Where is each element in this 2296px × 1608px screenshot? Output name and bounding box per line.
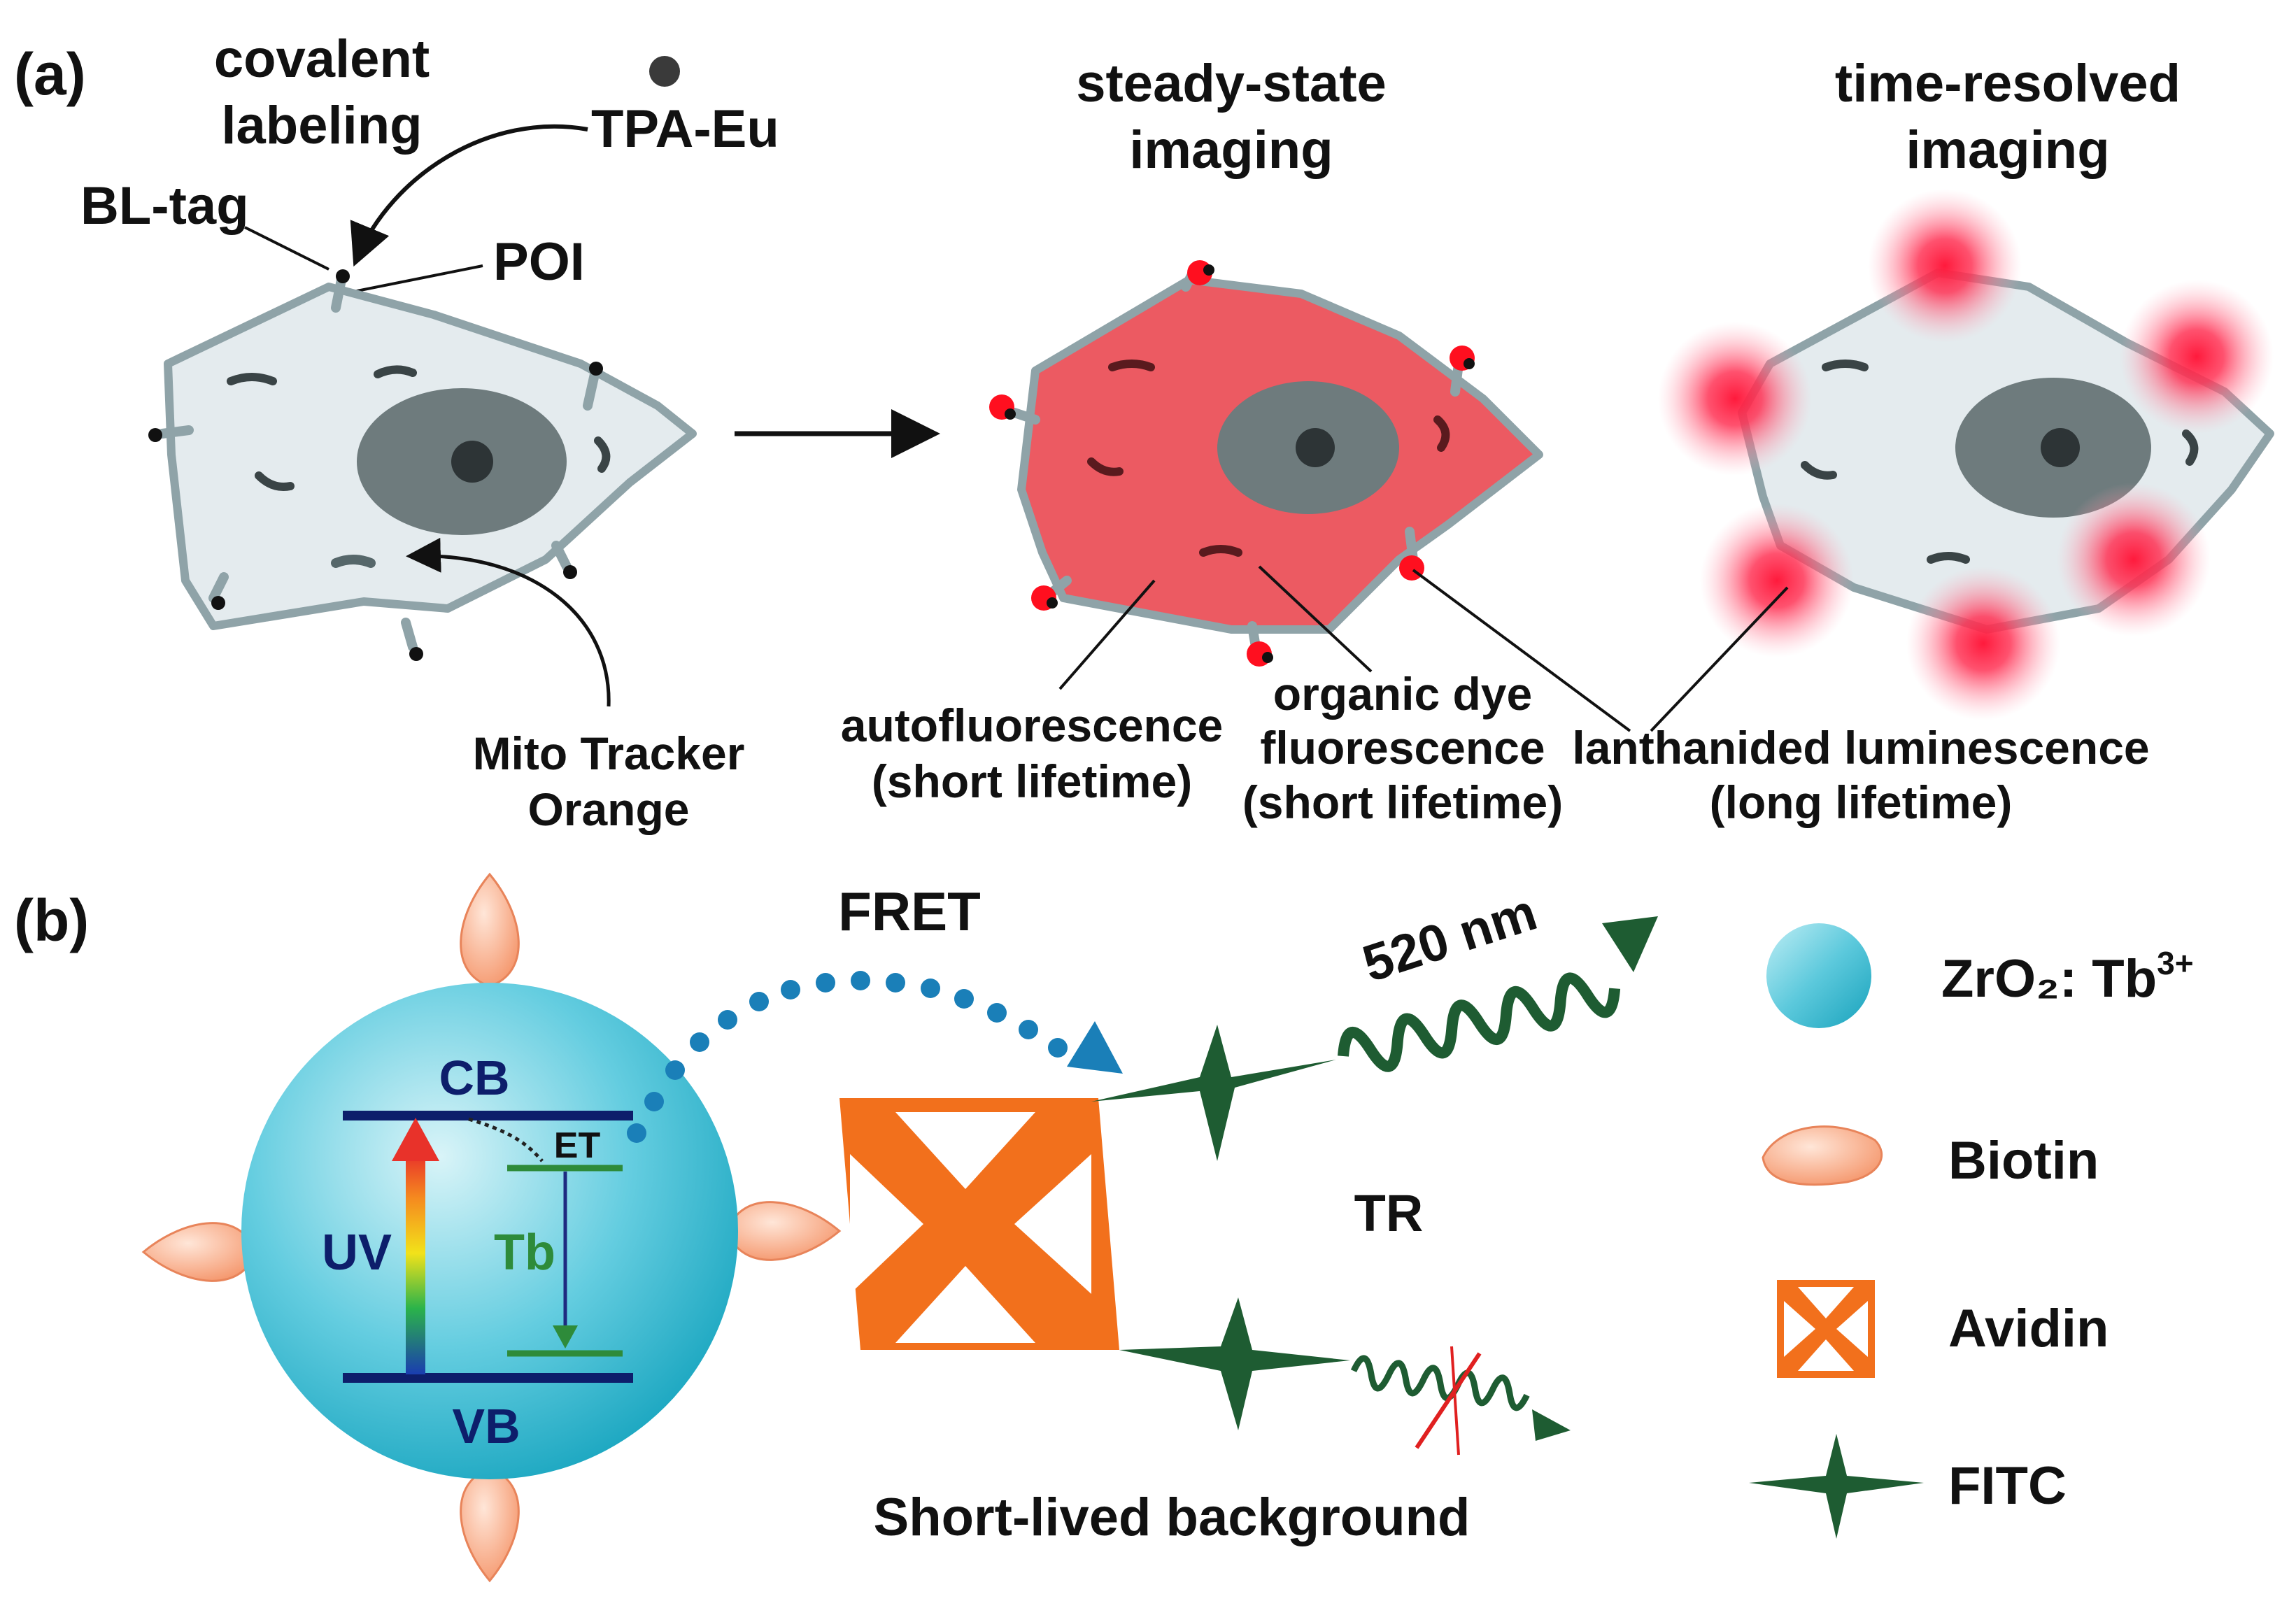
et-label: ET (554, 1125, 601, 1166)
tb-emission-head (553, 1325, 578, 1349)
autofluorescence-line1: autofluorescence (841, 699, 1224, 751)
vb-label: VB (452, 1399, 520, 1453)
background-label: Short-lived background (874, 1488, 1471, 1547)
legend-avidin-swatch (1777, 1280, 1875, 1378)
steady-state-line1: steady-state (1076, 54, 1387, 113)
panel-b-label: (b) (14, 888, 89, 953)
time-resolved-line1: time-resolved (1835, 54, 2181, 113)
mito-tracker-mark (331, 555, 376, 568)
autofluorescence-leader (1058, 579, 1156, 690)
covalent-labeling-line2: labeling (221, 96, 422, 155)
tr-label: TR (1354, 1184, 1424, 1242)
steady-state-line2: imaging (1129, 120, 1333, 180)
fret-arrowhead (1067, 1021, 1123, 1074)
bl-tag-leader (244, 226, 329, 271)
autofluorescence-line2: (short lifetime) (872, 755, 1192, 807)
cb-label: CB (439, 1051, 509, 1105)
organic-dye-leader (1258, 565, 1373, 673)
mito-tracker-arrow (406, 537, 611, 707)
legend-avidin-label: Avidin (1948, 1299, 2109, 1358)
crossout-line-1 (1415, 1352, 1482, 1449)
emission-arrowhead (1602, 916, 1658, 972)
panel-a-label: (a) (14, 41, 86, 107)
legend-fitc-label: FITC (1948, 1456, 2067, 1516)
lanthanide-line1: lanthanided luminescence (1572, 722, 2149, 774)
cell-time-resolved (1658, 189, 2274, 720)
poi-leader (342, 264, 483, 295)
et-arrow (468, 1117, 544, 1162)
lanthanide-line2: (long lifetime) (1710, 776, 2013, 828)
uv-label: UV (322, 1225, 392, 1281)
legend: ZrO₂: Tb3+ Biotin Avidin FITC (1749, 923, 2194, 1539)
crossout-line-2 (1450, 1346, 1460, 1456)
background-arrowhead (1532, 1409, 1571, 1441)
bl-tag-label: BL-tag (80, 176, 249, 236)
lanthanide-leader-1 (1412, 569, 1631, 732)
biotin-group (141, 872, 842, 1583)
legend-fitc-swatch (1749, 1434, 1924, 1539)
fret-dots (627, 971, 1068, 1143)
avidin-shape (839, 1098, 1119, 1350)
lanthanide-glow-group (1658, 189, 2274, 720)
legend-biotin-label: Biotin (1948, 1131, 2099, 1190)
lanthanide-leader-2 (1650, 586, 1789, 732)
fitc-star-lower (1119, 1297, 1350, 1430)
background-wave (1350, 1355, 1530, 1411)
uv-arrow-shaft (406, 1154, 425, 1374)
tpa-eu-particle (649, 56, 680, 87)
cell-unlabeled (148, 269, 697, 661)
legend-zro2-label: ZrO₂: Tb3+ (1941, 945, 2194, 1009)
cell-steady-state (989, 260, 1543, 667)
mito-tracker-line1: Mito Tracker (473, 727, 745, 779)
labeling-arrow (350, 124, 588, 267)
poi-label: POI (493, 232, 585, 292)
covalent-labeling-line1: covalent (214, 29, 430, 89)
legend-zro2-swatch (1766, 923, 1871, 1028)
organic-dye-line3: (short lifetime) (1242, 776, 1563, 828)
organic-dye-line2: fluorescence (1260, 722, 1545, 774)
time-resolved-line2: imaging (1906, 120, 2109, 180)
mito-tracker-line2: Orange (527, 783, 689, 835)
fitc-star-upper (1091, 1025, 1336, 1161)
wavelength-label: 520 nm (1356, 883, 1543, 993)
tb-label: Tb (494, 1225, 555, 1281)
legend-biotin-swatch (1762, 1125, 1883, 1186)
uv-arrow-head (392, 1118, 439, 1161)
emission-wave (1338, 972, 1621, 1072)
organic-dye-line1: organic dye (1273, 668, 1532, 720)
tpa-eu-label: TPA-Eu (591, 99, 779, 159)
fret-label: FRET (838, 881, 981, 942)
